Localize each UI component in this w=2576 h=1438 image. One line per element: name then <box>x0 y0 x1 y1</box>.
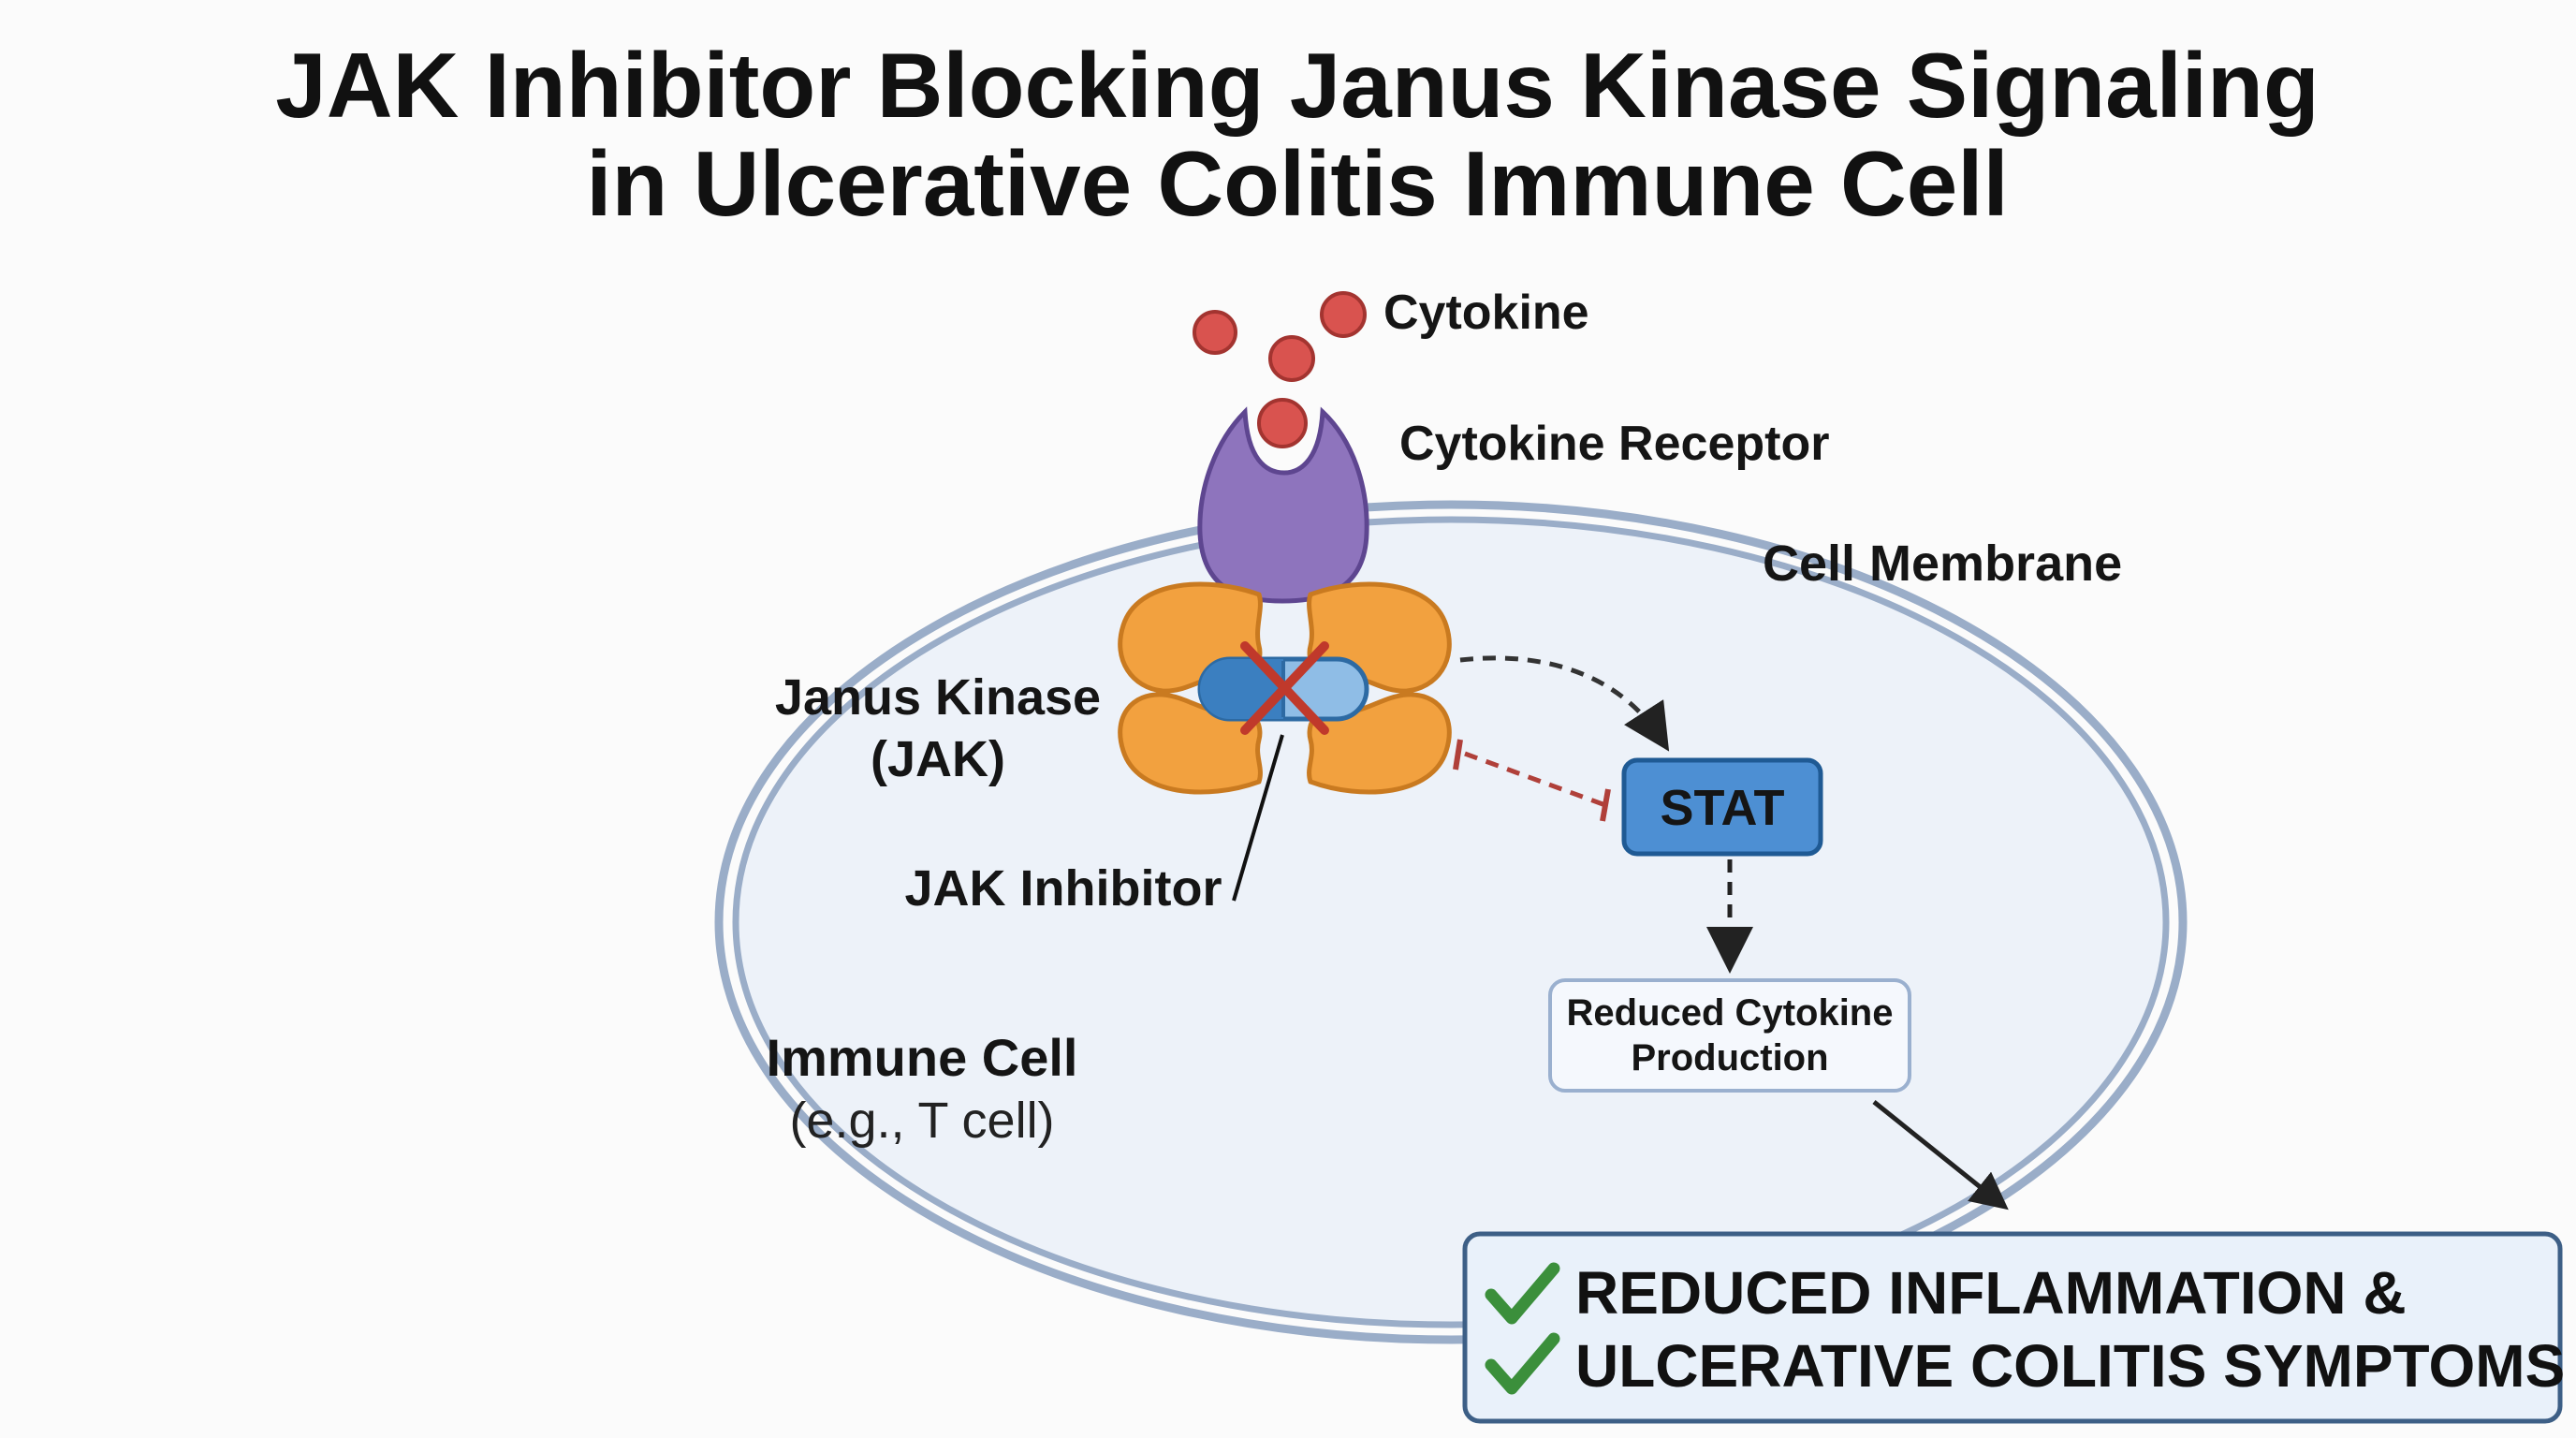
cell-membrane-inner <box>732 516 2170 1328</box>
inhibition-line <box>1453 739 1611 822</box>
result-panel: REDUCED INFLAMMATION & ULCERATIVE COLITI… <box>1462 1231 2565 1424</box>
cytokine-receptor-label: Cytokine Receptor <box>1399 417 1829 471</box>
x-block-icon <box>1240 641 1329 735</box>
jak-label-line-1: Janus Kinase <box>775 669 1101 726</box>
inhibitor-pointer-line <box>1232 734 1284 902</box>
capsule-half <box>1200 659 1283 719</box>
title-line-2: in Ulcerative Colitis Immune Cell <box>586 132 2008 235</box>
reduced-to-result-arrow <box>1872 1100 2009 1211</box>
jak-label-line-2: (JAK) <box>871 731 1005 787</box>
cell-membrane-label: Cell Membrane <box>1763 536 2122 592</box>
result-line-2: ULCERATIVE COLITIS SYMPTOMS <box>1575 1332 2565 1400</box>
reduced-production-node: Reduced Cytokine Production <box>1548 978 1911 1093</box>
result-box <box>1462 1231 2563 1424</box>
cell-membrane-outer <box>714 500 2188 1344</box>
cytokine-dot <box>1320 291 1367 338</box>
x-stroke <box>1240 641 1329 735</box>
reduced-label-line-1: Reduced Cytokine <box>1567 992 1894 1034</box>
title-line-1: JAK Inhibitor Blocking Janus Kinase Sign… <box>275 34 2320 137</box>
jak-to-stat-arrow <box>1459 655 1670 752</box>
cytokine-dot <box>1193 310 1237 355</box>
inhibition-dash <box>1464 751 1606 808</box>
cytokine-dot <box>1268 335 1315 382</box>
immune-cell-label: Immune Cell <box>767 1028 1078 1087</box>
immune-cell-example: (e.g., T cell) <box>789 1093 1054 1149</box>
stat-node: STAT <box>1621 757 1823 857</box>
inhibition-bar <box>1453 739 1463 770</box>
inhibition-bar <box>1600 788 1611 822</box>
check-icon <box>1485 1262 1560 1325</box>
result-line-1: REDUCED INFLAMMATION & <box>1575 1259 2407 1327</box>
receptor-body <box>1197 406 1369 604</box>
jak-inhibitor-label: JAK Inhibitor <box>905 860 1222 917</box>
stat-box <box>1621 757 1823 857</box>
cytokine-label: Cytokine <box>1383 286 1589 340</box>
bound-cytokine-dot <box>1257 398 1308 448</box>
reduced-box <box>1548 978 1911 1093</box>
immune-cell <box>714 500 2188 1344</box>
cytokine-receptor <box>1197 398 1369 604</box>
cytokine-group <box>1193 291 1367 382</box>
check-icon <box>1485 1332 1560 1395</box>
reduced-label-line-2: Production <box>1631 1037 1828 1078</box>
stat-label: STAT <box>1661 780 1785 836</box>
